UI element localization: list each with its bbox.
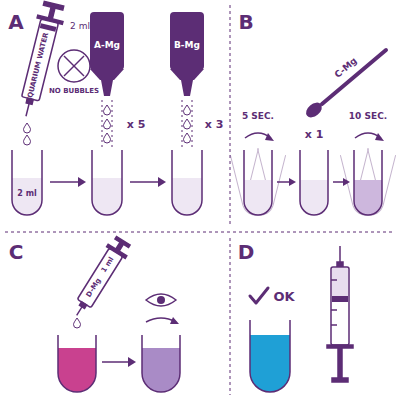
drop-count: x 3 xyxy=(205,119,224,130)
bottle-label: A-Mg xyxy=(94,41,120,50)
panel-letter: C xyxy=(9,242,24,262)
panel-letter: B xyxy=(238,12,253,32)
time-label: 10 SEC. xyxy=(349,112,387,121)
drop-count: x 5 xyxy=(127,119,146,130)
panel-letter: D xyxy=(238,242,255,262)
result-label: OK xyxy=(273,290,294,303)
time-label: 5 SEC. xyxy=(242,112,274,121)
spoon-count: x 1 xyxy=(305,129,324,140)
warning-note: NO BUBBLES xyxy=(49,88,99,95)
bottle-label: B-Mg xyxy=(174,41,200,50)
volume-mark: 2 ml xyxy=(17,190,36,198)
volume-mark: 2 ml xyxy=(70,22,90,31)
panel-letter: A xyxy=(8,12,23,32)
